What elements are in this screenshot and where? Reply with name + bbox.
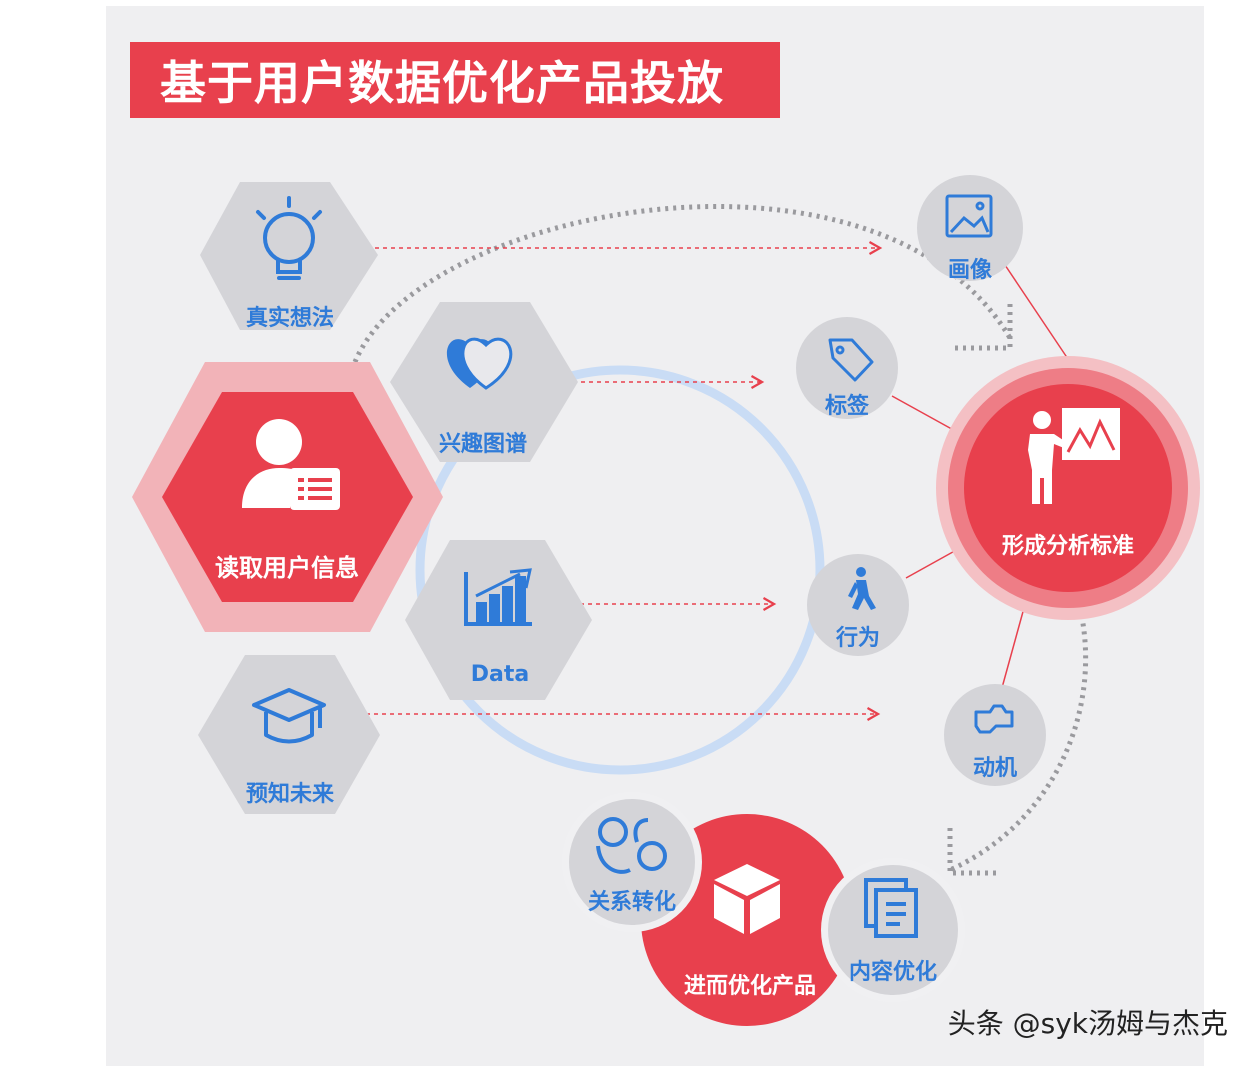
label-tag: 标签 <box>824 394 869 419</box>
label-user-info: 读取用户信息 <box>215 554 359 582</box>
watermark: 头条 @syk汤姆与杰克 <box>947 1007 1228 1040</box>
connector-profile <box>1004 264 1071 363</box>
label-behavior: 行为 <box>835 626 880 651</box>
circle-tag <box>796 317 898 419</box>
circle-motive <box>944 684 1046 786</box>
cube-icon <box>714 864 780 934</box>
heart-icon <box>446 337 513 390</box>
label-idea: 真实想法 <box>245 306 334 331</box>
lightbulb-icon <box>256 196 322 280</box>
image-icon <box>945 194 993 238</box>
label-interest: 兴趣图谱 <box>438 432 527 457</box>
presenter-chart-icon <box>1028 408 1120 504</box>
tag-icon <box>828 338 874 382</box>
circle-profile <box>917 175 1023 281</box>
hex-idea <box>200 182 378 330</box>
label-future: 预知未来 <box>245 782 334 807</box>
walking-person-icon <box>848 567 876 610</box>
hex-future <box>198 655 380 814</box>
connector-behavior <box>905 547 961 579</box>
user-card-icon <box>242 419 340 510</box>
dotted-arrowhead-bottom <box>947 828 998 876</box>
page-title: 基于用户数据优化产品投放 <box>130 42 780 118</box>
label-relation: 关系转化 <box>587 890 676 915</box>
bar-chart-icon <box>464 568 532 626</box>
document-icon <box>864 878 918 938</box>
blue-ring <box>415 365 825 775</box>
label-profile: 画像 <box>947 258 992 283</box>
label-motive: 动机 <box>972 756 1017 781</box>
dotted-arc-bottom <box>948 599 1089 873</box>
label-data: Data <box>470 662 530 687</box>
label-analysis: 形成分析标准 <box>1001 534 1134 559</box>
label-content: 内容优化 <box>848 960 937 985</box>
connector-motive <box>999 607 1025 696</box>
engine-icon <box>974 704 1014 734</box>
dotted-arc-top <box>352 203 1013 363</box>
dotted-arrowhead-top <box>955 300 1013 351</box>
relation-icon <box>596 817 667 874</box>
graduation-cap-icon <box>252 688 326 744</box>
label-product: 进而优化产品 <box>683 974 816 999</box>
